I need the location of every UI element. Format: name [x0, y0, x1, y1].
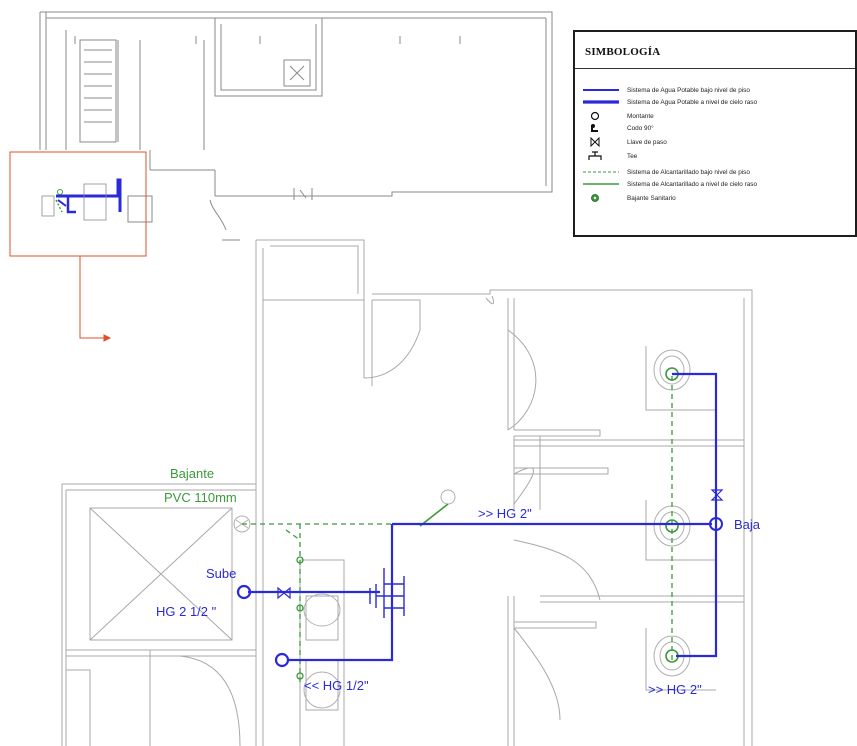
key-plan-highlight	[9, 151, 147, 342]
circle-icon	[590, 111, 600, 121]
legend-label: Bajante Sanitario	[627, 194, 676, 202]
water-system	[236, 372, 724, 668]
legend-row: Montante	[581, 110, 857, 122]
legend-row: Sistema de Agua Potable bajo nivel de pi…	[581, 84, 857, 96]
valve-icon	[590, 137, 600, 147]
legend: SIMBOLOGÍA Sistema de Agua Potable bajo …	[573, 30, 857, 237]
legend-row: Sistema de Agua Potable a nivel de cielo…	[581, 96, 857, 108]
pipe-label-hg212: HG 2 1/2 "	[156, 604, 217, 619]
pipe-label-hg2-bottom: >> HG 2"	[648, 682, 702, 697]
baja-label: Baja	[734, 517, 761, 532]
legend-row: Bajante Sanitario	[581, 192, 857, 204]
bajante-label: Bajante	[170, 466, 215, 481]
legend-label: Sistema de Agua Potable bajo nivel de pi…	[627, 86, 750, 94]
sewer-system	[242, 367, 679, 686]
pipe-label-hg2-top: >> HG 2"	[478, 506, 532, 521]
legend-row: Sistema de Alcantarillado a nivel de cie…	[581, 178, 857, 190]
legend-label: Tee	[627, 152, 638, 160]
fixtures	[233, 349, 691, 709]
pipe-label-hg12: << HG 1/2"	[304, 678, 369, 693]
legend-divider	[575, 68, 855, 69]
legend-row: Codo 90°	[581, 122, 857, 134]
sube-label: Sube	[206, 566, 237, 581]
legend-label: Montante	[627, 112, 654, 120]
legend-label: Codo 90°	[627, 124, 654, 132]
key-plan-piping	[41, 178, 122, 221]
legend-row: Tee	[581, 150, 857, 162]
green-dashed-line-icon	[583, 171, 619, 173]
legend-label: Llave de paso	[627, 138, 667, 146]
legend-label: Sistema de Alcantarillado bajo nivel de …	[627, 168, 750, 176]
legend-label: Sistema de Agua Potable a nivel de cielo…	[627, 98, 758, 106]
tee-icon	[588, 151, 602, 160]
blue-line-thick-icon	[583, 100, 619, 104]
key-plan	[39, 11, 553, 241]
legend-title: SIMBOLOGÍA	[585, 46, 661, 58]
green-circle-icon	[591, 194, 599, 202]
legend-label: Sistema de Alcantarillado a nivel de cie…	[627, 180, 758, 188]
green-line-icon	[583, 183, 619, 185]
bajante-spec-label: PVC 110mm	[164, 490, 237, 505]
legend-row: Llave de paso	[581, 136, 857, 148]
elbow-icon	[591, 124, 598, 132]
blue-line-thin-icon	[583, 89, 619, 91]
legend-row: Sistema de Alcantarillado bajo nivel de …	[581, 166, 857, 178]
